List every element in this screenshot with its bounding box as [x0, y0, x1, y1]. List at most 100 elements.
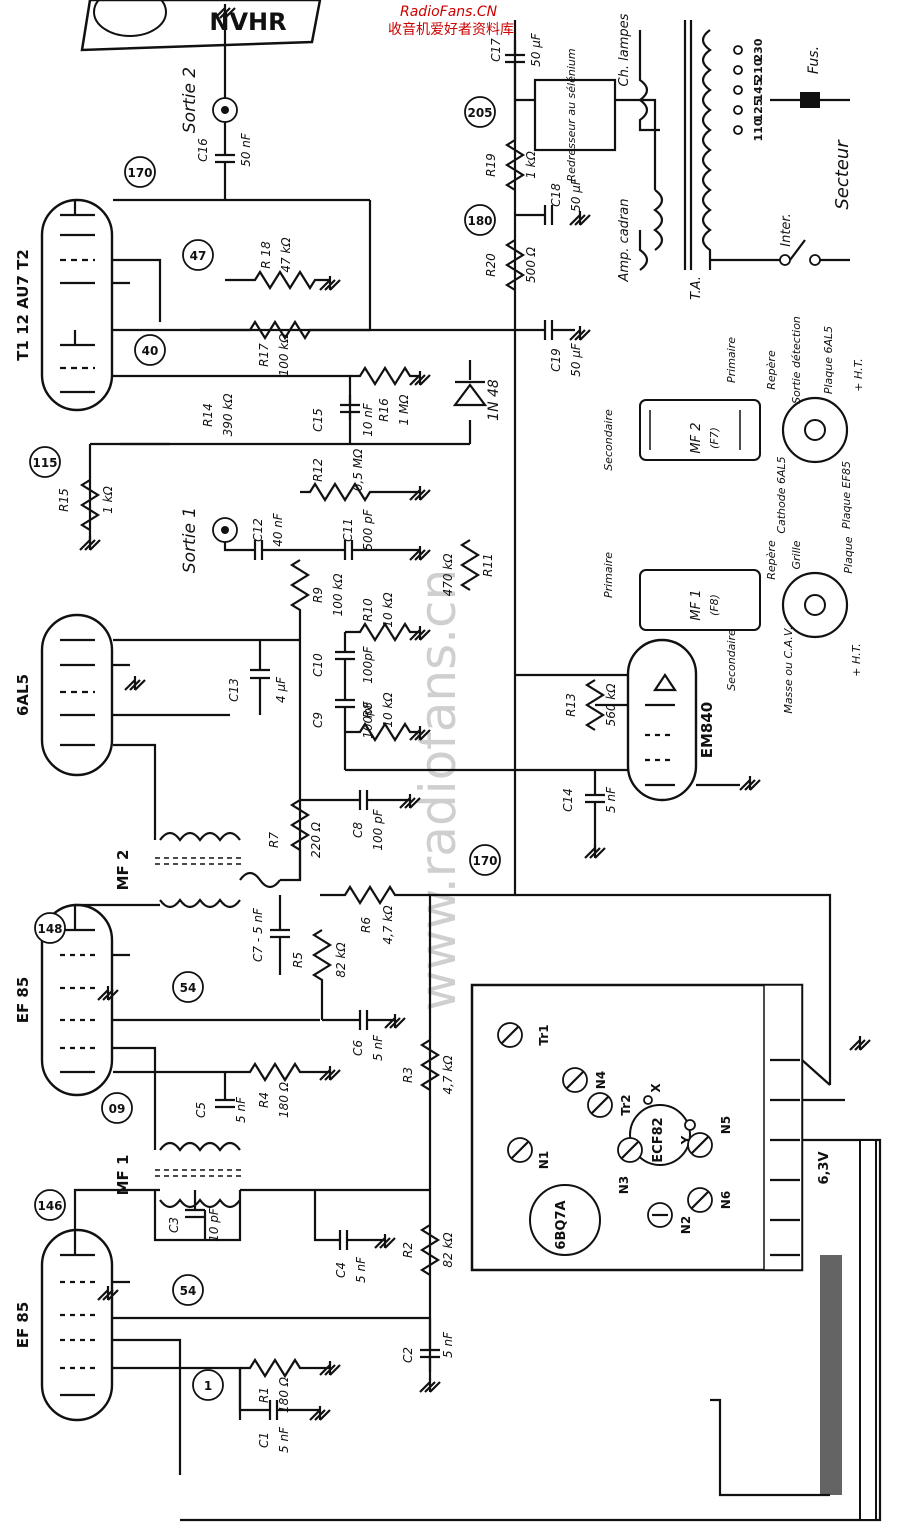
- dial-label: Amp. cadran: [617, 199, 632, 283]
- r16-value: 1 MΩ: [397, 394, 411, 426]
- tuner-6bq7a: 6BQ7A: [554, 1200, 569, 1249]
- c18-label: C18: [549, 183, 563, 207]
- r4-label: R4: [257, 1092, 271, 1108]
- c8-label: C8: [351, 822, 365, 838]
- c8-value: 100 pF: [371, 808, 385, 850]
- sortie2-label: Sortie 2: [180, 67, 200, 133]
- node-205: 205: [467, 106, 492, 120]
- c19-value: 50 μF: [569, 342, 583, 377]
- fuse-label: Fus.: [806, 46, 822, 74]
- tuner-x: X: [649, 1083, 663, 1093]
- r14-label: R14: [201, 403, 215, 427]
- tap-125: 125: [752, 99, 765, 122]
- c11-value: 500 pF: [361, 508, 375, 550]
- d1-label: 1N 48: [486, 379, 502, 421]
- mf2-base-detect: Sortie détection: [790, 316, 803, 404]
- tuner-n6: N6: [719, 1191, 733, 1209]
- r18: [225, 269, 330, 291]
- lamps-label: Ch. lampes: [617, 13, 632, 86]
- c5-value: 5 nF: [234, 1096, 248, 1123]
- mf2-base-plaque: Plaque 6AL5: [822, 326, 835, 394]
- node-40: 40: [142, 344, 159, 358]
- r2-value: 82 kΩ: [441, 1232, 455, 1268]
- tap-145: 145: [752, 79, 765, 102]
- r12-value: 0,5 MΩ: [351, 448, 365, 491]
- r4: [240, 1061, 330, 1083]
- mf2-base-ht: + H.T.: [852, 358, 865, 391]
- r8-label: R8: [361, 702, 375, 718]
- c13-value: 4 μF: [274, 676, 288, 703]
- brand-name: NVHR: [209, 8, 286, 36]
- r3-value: 4,7 kΩ: [441, 1055, 455, 1095]
- c10-label: C10: [311, 653, 325, 677]
- c13-label: C13: [227, 678, 241, 702]
- r20-value: 500 Ω: [524, 246, 538, 283]
- c5-label: C5: [194, 1102, 208, 1118]
- tube-ef85-bottom-label: EF 85: [14, 1302, 32, 1349]
- r19-label: R19: [484, 153, 498, 177]
- c12-label: C12: [251, 518, 265, 542]
- resistors: [79, 139, 606, 1379]
- c15-label: C15: [311, 408, 325, 432]
- mf1-label: MF 1: [114, 1155, 132, 1196]
- r7: [289, 799, 311, 880]
- r5: [311, 929, 333, 1020]
- mains-label: Secteur: [832, 139, 853, 210]
- r3: [419, 1039, 441, 1091]
- node-170b: 170: [472, 854, 497, 868]
- node-148: 148: [37, 922, 62, 936]
- r13-value: 560 kΩ: [604, 683, 618, 727]
- r12-label: R12: [311, 458, 325, 482]
- output-sortie-2[interactable]: Sortie 2: [180, 30, 238, 133]
- component-labels: C16 50 nF R 18 47 kΩ R17 100 kΩ R14 390 …: [57, 32, 618, 1453]
- c6-label: C6: [351, 1040, 365, 1056]
- mf1-base-ht: + H.T.: [850, 643, 863, 676]
- c16-label: C16: [196, 138, 210, 162]
- r10: [345, 621, 420, 643]
- tuner-n2: N2: [679, 1216, 693, 1234]
- tuner-n5: N5: [719, 1116, 733, 1134]
- tube-em840-label: EM840: [698, 702, 716, 758]
- test-points: 170 47 40 115 205 180 148 54 09 146 54 1…: [29, 96, 501, 1401]
- tube-ef85-bottom: EF 85: [14, 1188, 430, 1475]
- c17-label: C17: [489, 38, 503, 62]
- tube-ef85-top: EF 85: [14, 903, 320, 1150]
- r17-label: R17: [257, 343, 271, 367]
- node-180: 180: [467, 214, 492, 228]
- tube-em840: EM840: [345, 638, 762, 802]
- tap-230: 230: [752, 38, 765, 61]
- c14-label: C14: [561, 788, 575, 812]
- r16: [350, 365, 420, 387]
- r9-label: R9: [311, 587, 325, 603]
- mf1-base-name: MF 1: [689, 589, 704, 620]
- r9: [289, 559, 311, 640]
- mf1-base-grille: Grille: [790, 540, 803, 569]
- tube-6al5: 6AL5: [14, 613, 300, 840]
- r6-label: R6: [359, 917, 373, 933]
- tube-ef85-top-label: EF 85: [14, 977, 32, 1024]
- c17-value: 50 μF: [529, 32, 543, 67]
- watermark-caption: 收音机爱好者资料库: [388, 21, 514, 38]
- node-115: 115: [32, 456, 57, 470]
- r7-label: R7: [267, 832, 281, 848]
- r5-label: R5: [291, 952, 305, 968]
- tap-110: 110: [752, 118, 765, 141]
- node-54a: 54: [180, 981, 197, 995]
- r18-label: R 18: [259, 241, 273, 269]
- node-54b: 54: [180, 1284, 197, 1298]
- tuner-tr2: Tr2: [619, 1094, 633, 1115]
- tuner-ecf82: ECF82: [651, 1117, 666, 1162]
- tuner-heater: 6,3V: [817, 1151, 832, 1184]
- c1-label: C1: [257, 1432, 271, 1448]
- mf1-base-detail: MF 1 (F8) Primaire Secondaire Repère Gri…: [602, 536, 863, 713]
- r20-label: R20: [484, 253, 498, 277]
- output-sortie-1[interactable]: Sortie 1: [180, 507, 238, 573]
- diode-1n48: 1N 48: [452, 360, 502, 444]
- r1-label: R1: [257, 1387, 271, 1403]
- tube-6al5-label: 6AL5: [14, 674, 32, 716]
- r11-value: 470 kΩ: [441, 553, 455, 597]
- c16-value: 50 nF: [239, 132, 253, 167]
- mf2-base-code: (F7): [708, 427, 721, 449]
- c12-value: 40 nF: [271, 512, 285, 547]
- r11-label: R11: [481, 553, 495, 577]
